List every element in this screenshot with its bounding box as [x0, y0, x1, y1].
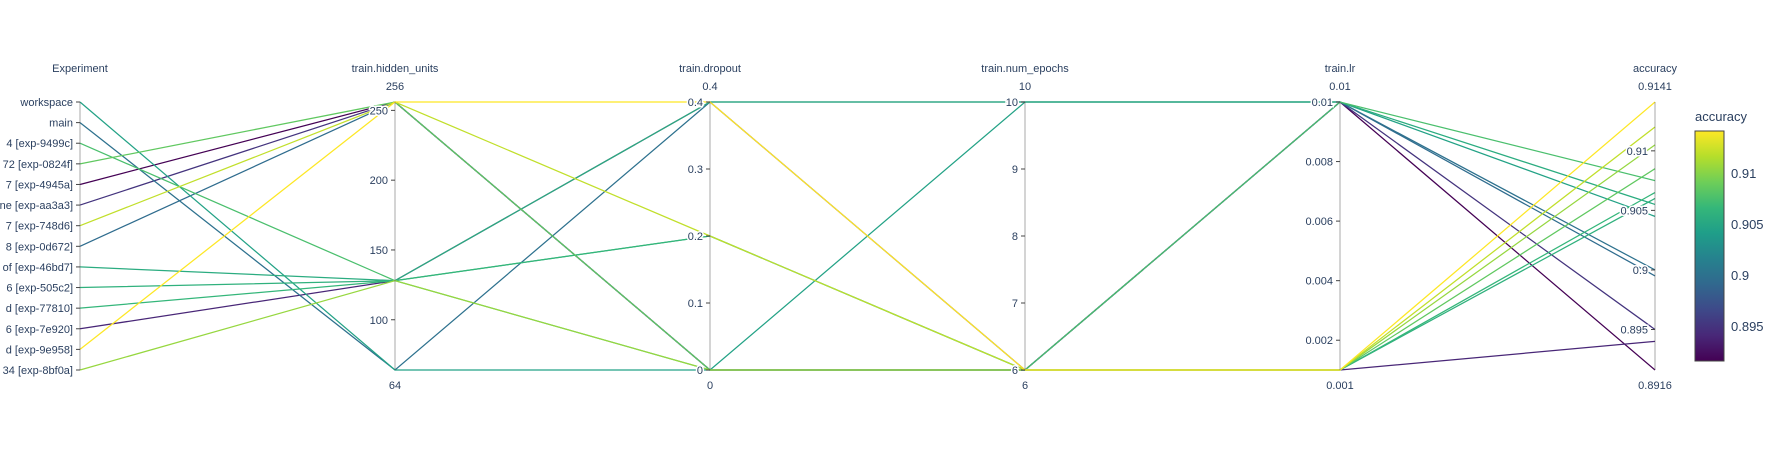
axis-max-label: 0.01 [1329, 81, 1350, 93]
tick-label: 0.01 [1312, 97, 1333, 109]
category-label: 4 [exp-9499c] [6, 138, 73, 150]
colorbar: accuracy 0.895 0.9 0.905 0.91 [1694, 109, 1764, 362]
colorbar-tick-label: 0.905 [1731, 217, 1764, 232]
run-line-7-exp-748d6[interactable] [79, 101, 1656, 371]
axis-title: Experiment [52, 63, 108, 75]
tick-label: 10 [1006, 97, 1018, 109]
axis-accuracy[interactable]: accuracy 0.9141 0.8916 0.895 0.9 0.905 0.91 [1619, 63, 1678, 392]
category-label: workspace [19, 97, 73, 109]
axis-max-label: 0.9141 [1638, 81, 1672, 93]
category-label: 34 [exp-8bf0a] [3, 365, 73, 377]
axis-min-label: 0.8916 [1638, 380, 1672, 392]
category-label: of [exp-46bd7] [3, 262, 73, 274]
run-line-d-exp-77810[interactable] [79, 191, 1656, 371]
category-label: 8 [exp-0d672] [6, 241, 73, 253]
axis-hidden_units[interactable]: train.hidden_units 256 64 100 150 200 250 [352, 63, 439, 392]
tick-label: 0.004 [1305, 276, 1333, 288]
axis-min-label: 0 [707, 380, 713, 392]
colorbar-gradient [1694, 130, 1725, 362]
axis-max-label: 10 [1019, 81, 1031, 93]
axis-lr[interactable]: train.lr 0.01 0.001 0.002 0.004 0.006 0.008 0.0… [1304, 63, 1356, 392]
tick-label: 7 [1012, 298, 1018, 310]
tick-label: 0.3 [688, 164, 703, 176]
category-label: ne [exp-aa3a3] [0, 200, 73, 212]
tick-label: 0.1 [688, 298, 703, 310]
colorbar-tick-label: 0.895 [1731, 319, 1764, 334]
colorbar-tick-label: 0.91 [1731, 166, 1756, 181]
axis-min-label: 0.001 [1326, 380, 1354, 392]
category-label: 72 [exp-0824f] [3, 159, 73, 171]
axis-title: train.lr [1325, 63, 1356, 75]
polyline-layer [79, 101, 1656, 371]
tick-label: 0.008 [1305, 157, 1333, 169]
category-label: 7 [exp-4945a] [6, 179, 73, 191]
tick-label: 250 [370, 105, 388, 117]
category-label: main [49, 118, 73, 130]
tick-label: 9 [1012, 164, 1018, 176]
axis-dropout[interactable]: train.dropout 0.4 00 0.1 0.2 0.3 0.4 [679, 63, 741, 392]
tick-label: 0.9 [1633, 265, 1648, 277]
run-line-6-exp-505c2[interactable] [79, 197, 1656, 371]
category-label: d [exp-77810] [6, 303, 73, 315]
tick-label: 200 [370, 175, 388, 187]
tick-label: 0.002 [1305, 335, 1333, 347]
axis-experiment[interactable]: Experiment workspace main 4 [exp-9499c] 72 [… [0, 63, 108, 377]
axis-title: train.hidden_units [352, 63, 439, 75]
tick-label: 0.905 [1620, 205, 1648, 217]
axis-max-label: 0.4 [702, 81, 717, 93]
tick-label: 100 [370, 315, 388, 327]
axis-title: train.dropout [679, 63, 741, 75]
run-line-34-exp-8bf0a[interactable] [79, 144, 1656, 371]
tick-label: 0.006 [1305, 216, 1333, 228]
tick-label: 0 [697, 365, 703, 377]
tick-label: 0.895 [1620, 325, 1648, 337]
run-line-d-exp-9e958[interactable] [79, 101, 1656, 371]
category-label: 6 [exp-505c2] [6, 283, 73, 295]
axis-num_epochs[interactable]: train.num_epochs 10 66 7 8 9 10 [981, 63, 1069, 392]
tick-label: 6 [1012, 365, 1018, 377]
colorbar-title: accuracy [1695, 109, 1748, 124]
category-label: d [exp-9e958] [6, 344, 73, 356]
axis-min-label: 64 [389, 380, 401, 392]
axes-layer: Experiment workspace main 4 [exp-9499c] 72 [… [0, 63, 1678, 392]
tick-label: 0.91 [1627, 146, 1648, 158]
tick-label: 0.4 [688, 97, 703, 109]
tick-label: 8 [1012, 231, 1018, 243]
colorbar-tick-label: 0.9 [1731, 268, 1749, 283]
tick-label: 0.2 [688, 231, 703, 243]
tick-label: 150 [370, 245, 388, 257]
axis-title: train.num_epochs [981, 63, 1069, 75]
run-line-of-exp-46bd7[interactable] [79, 101, 1656, 282]
axis-title: accuracy [1633, 63, 1678, 75]
category-label: 7 [exp-748d6] [6, 221, 73, 233]
axis-max-label: 256 [386, 81, 404, 93]
axis-min-label: 6 [1022, 380, 1028, 392]
category-label: 6 [exp-7e920] [6, 324, 73, 336]
